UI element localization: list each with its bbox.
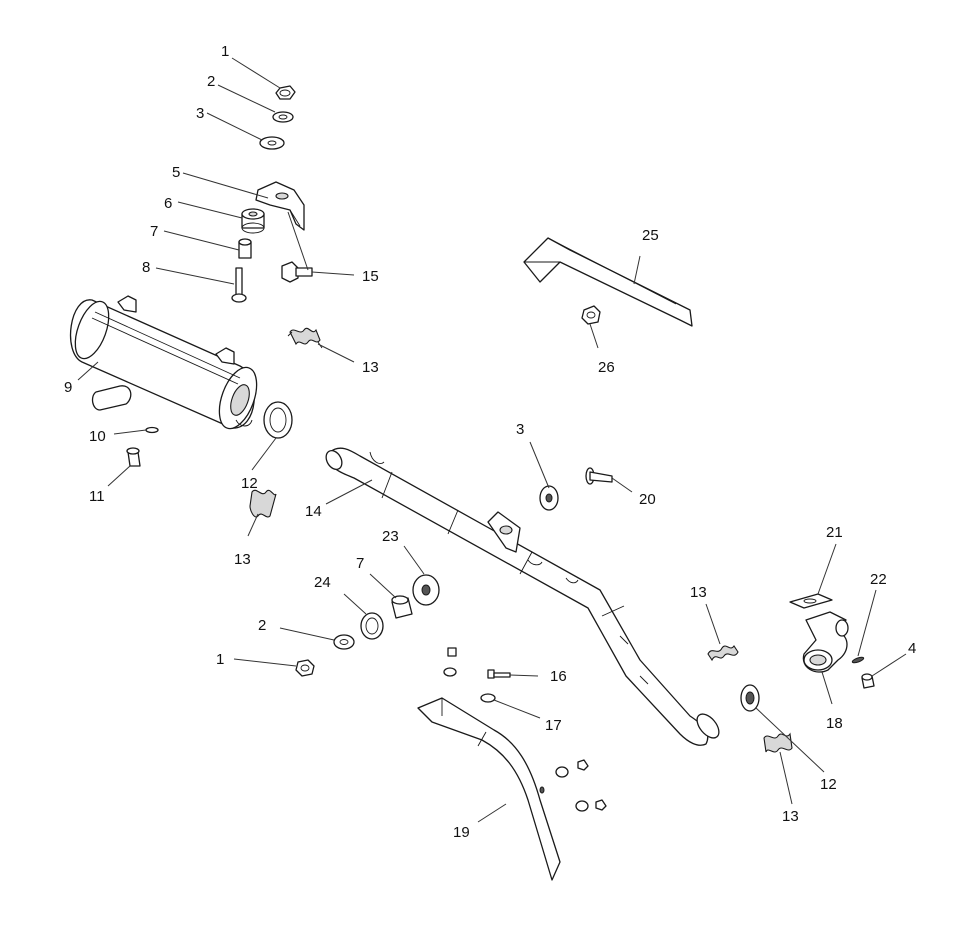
part-gasket-upper xyxy=(263,401,293,439)
callout-23: 23 xyxy=(382,528,399,545)
part-lock-washer-top xyxy=(272,111,294,123)
callout-6: 6 xyxy=(164,195,172,212)
part-fastener-16 xyxy=(443,647,511,679)
callout-19: 19 xyxy=(453,824,470,841)
callout-14: 14 xyxy=(305,503,322,520)
part-washer-17 xyxy=(480,693,496,703)
callout-18: 18 xyxy=(826,715,843,732)
callout-8: 8 xyxy=(142,259,150,276)
callout-5: 5 xyxy=(172,164,180,181)
callout-7-lower: 7 xyxy=(356,555,364,572)
callout-15: 15 xyxy=(362,268,379,285)
callout-17: 17 xyxy=(545,717,562,734)
callout-13-a: 13 xyxy=(362,359,379,376)
callout-3-top: 3 xyxy=(196,105,204,122)
part-pin-22 xyxy=(851,656,865,664)
part-nut-top xyxy=(275,85,296,100)
part-nut-lower xyxy=(295,659,315,677)
callout-4: 4 xyxy=(908,640,916,657)
part-mount-bracket xyxy=(255,181,305,231)
callout-25: 25 xyxy=(642,227,659,244)
part-heat-shield-upper xyxy=(523,237,693,327)
callout-24: 24 xyxy=(314,574,331,591)
part-clip xyxy=(145,426,159,434)
part-grommet-upper xyxy=(241,208,265,234)
part-sleeve-upper xyxy=(238,238,252,259)
part-heat-shield-lower xyxy=(417,697,607,881)
part-plug xyxy=(126,447,141,467)
callout-3-mid: 3 xyxy=(516,421,524,438)
part-lock-washer-lower xyxy=(333,634,355,650)
part-flat-washer-mid xyxy=(539,485,559,511)
part-gasket-21 xyxy=(789,593,833,609)
part-muffler xyxy=(69,295,258,430)
part-grommet-lower xyxy=(412,574,440,606)
part-washer-24 xyxy=(360,612,384,640)
callout-1-lower: 1 xyxy=(216,651,224,668)
callout-2-lower: 2 xyxy=(258,617,266,634)
callout-20: 20 xyxy=(639,491,656,508)
callout-21: 21 xyxy=(826,524,843,541)
callout-labels: 1 2 3 5 6 7 8 15 13 9 10 11 12 13 14 25 … xyxy=(64,43,916,841)
callout-9: 9 xyxy=(64,379,72,396)
part-bolt-20 xyxy=(585,467,613,485)
part-sleeve-lower xyxy=(391,595,413,619)
part-bolt-15 xyxy=(281,261,313,283)
part-spring-a xyxy=(287,327,323,349)
part-spring-c xyxy=(707,645,739,662)
callout-12-lower: 12 xyxy=(820,776,837,793)
callout-16: 16 xyxy=(550,668,567,685)
part-head-pipe xyxy=(325,447,720,746)
callout-12-upper: 12 xyxy=(241,475,258,492)
part-flat-washer-top xyxy=(259,136,285,150)
callout-22: 22 xyxy=(870,571,887,588)
part-spring-d xyxy=(763,732,793,753)
callout-11: 11 xyxy=(89,488,105,505)
callout-2-top: 2 xyxy=(207,73,215,90)
callout-1-top: 1 xyxy=(221,43,229,60)
part-spring-b xyxy=(249,489,277,518)
leader-lines xyxy=(77,57,907,823)
part-gasket-lower xyxy=(740,684,760,712)
callout-26: 26 xyxy=(598,359,615,376)
part-bolt-upper xyxy=(231,267,247,303)
callout-13-b: 13 xyxy=(234,551,251,568)
callout-13-d: 13 xyxy=(782,808,799,825)
part-plug-4 xyxy=(861,673,875,689)
callout-13-c: 13 xyxy=(690,584,707,601)
part-flange-18 xyxy=(802,611,849,673)
callout-7-upper: 7 xyxy=(150,223,158,240)
part-screw-26 xyxy=(581,305,601,325)
callout-10: 10 xyxy=(89,428,106,445)
